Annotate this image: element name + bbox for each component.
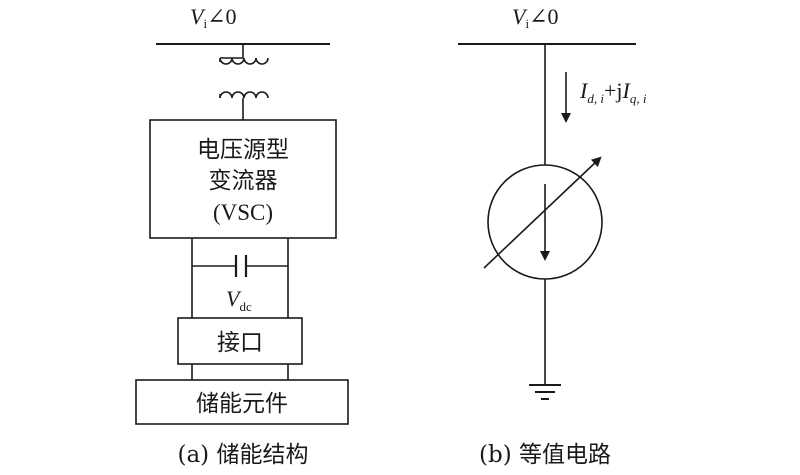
panel-b-variable-arrow (483, 156, 602, 269)
panel-a-vsc-line3: (VSC) (213, 200, 273, 225)
panel-b-caption: (b) 等值电路 (479, 442, 611, 468)
panel-a-bus-label: Vi∠0 (190, 4, 237, 31)
panel-b-current-label: Id, i+jIq, i (579, 78, 647, 106)
panel-a-storage-structure: Vi∠0 电压源型 变流器 (VSC) Vdc 接口 (135, 4, 349, 468)
panel-a-vsc-box (149, 119, 337, 239)
panel-a-interface-label: 接口 (217, 330, 263, 356)
panel-a-transformer-primary (219, 57, 269, 65)
panel-a-storage-box (135, 379, 349, 425)
panel-a-vsc-line2: 变流器 (209, 168, 278, 194)
panel-a-caption: (a) 储能结构 (178, 442, 309, 468)
panel-b-bus-label: Vi∠0 (512, 4, 559, 31)
panel-a-vsc-line1: 电压源型 (197, 137, 289, 163)
panel-a-transformer-secondary (219, 91, 269, 99)
panel-a-interface-box (177, 317, 303, 365)
panel-a-dc-voltage-label: Vdc (226, 286, 252, 314)
ground-icon (529, 384, 561, 400)
panel-b-equivalent-circuit: Vi∠0 Id, i+jIq, i (b) 等值电路 (458, 4, 647, 468)
panel-a-storage-label: 储能元件 (196, 391, 288, 417)
